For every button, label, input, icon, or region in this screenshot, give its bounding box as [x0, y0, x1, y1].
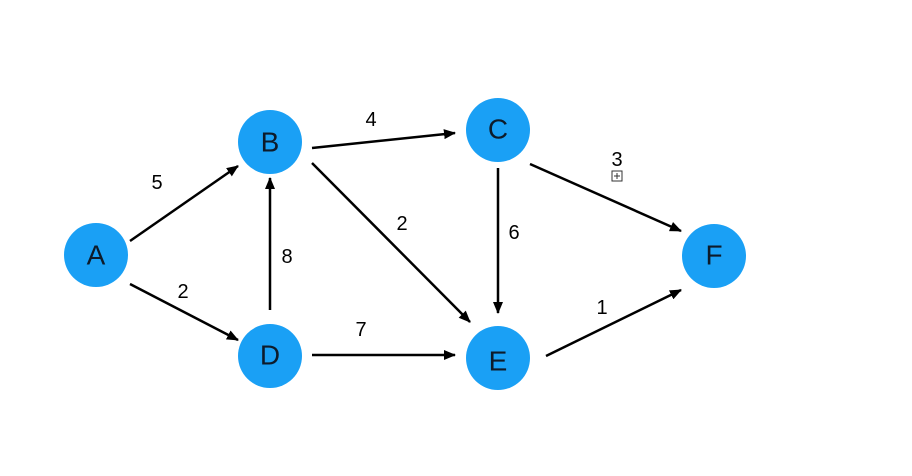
edge-a-d[interactable] — [129, 282, 239, 342]
weight-e-f: 1 — [596, 297, 607, 319]
node-a-label: A — [87, 240, 106, 271]
weight-a-d: 2 — [177, 281, 188, 303]
node-b-circle — [238, 110, 302, 174]
node-a-circle — [64, 223, 128, 287]
node-d-label: D — [260, 340, 280, 371]
edge-a-b[interactable] — [129, 164, 239, 243]
weight-c-f: 3 — [611, 149, 622, 171]
node-b[interactable]: B — [238, 110, 302, 174]
weight-d-e: 7 — [355, 319, 366, 341]
node-c-label: C — [488, 114, 508, 145]
node-d[interactable]: D — [238, 324, 302, 388]
edge-b-c[interactable] — [311, 129, 456, 150]
nodes: A B C D E F — [64, 98, 746, 390]
node-d-circle — [238, 324, 302, 388]
edge-e-f[interactable] — [545, 288, 682, 358]
weight-b-e: 2 — [396, 213, 407, 235]
weight-c-e: 6 — [508, 222, 519, 244]
edge-b-e[interactable] — [311, 162, 471, 323]
weight-a-b: 5 — [151, 172, 162, 194]
node-b-label: B — [261, 127, 280, 158]
node-c[interactable]: C — [466, 98, 530, 162]
node-e-label: E — [489, 346, 508, 377]
node-a[interactable]: A — [64, 223, 128, 287]
edge-weights: 5 2 8 4 2 7 6 3 1 — [151, 109, 622, 341]
weight-b-c: 4 — [365, 109, 376, 131]
edit-handle-icon[interactable] — [611, 170, 623, 182]
node-f-label: F — [705, 240, 722, 271]
node-f[interactable]: F — [682, 224, 746, 288]
node-e[interactable]: E — [466, 326, 530, 390]
node-e-circle — [466, 326, 530, 390]
weight-d-b: 8 — [281, 246, 292, 268]
node-c-circle — [466, 98, 530, 162]
edge-c-f[interactable] — [529, 162, 682, 233]
node-f-circle — [682, 224, 746, 288]
edges — [129, 129, 682, 360]
